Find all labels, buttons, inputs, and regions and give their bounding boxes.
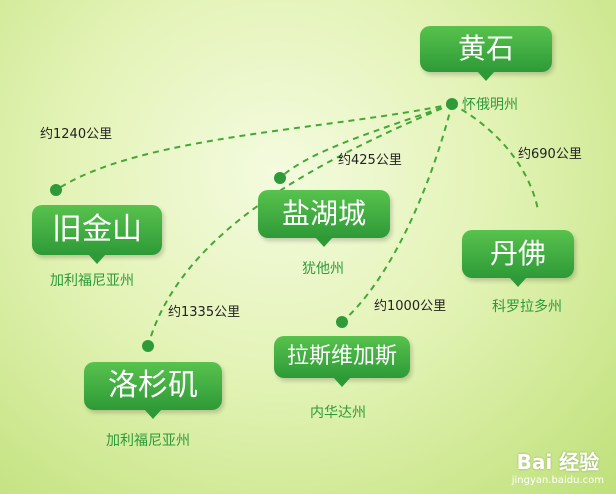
- city-bubble-luoshanji: 洛杉矶: [84, 362, 222, 419]
- distance-lasiweijiasi: 约1000公里: [374, 299, 446, 314]
- jiujinshan-dot: [50, 184, 62, 196]
- state-yanhucheng: 犹他州: [302, 261, 344, 277]
- city-bubble-huangshi: 黄石: [420, 26, 552, 81]
- city-bubble-jiujinshan: 旧金山: [32, 205, 162, 264]
- baidu-jingyan-watermark: Bai 经验 jingyan.baidu.com: [512, 446, 604, 486]
- route-to-danfo: [451, 103, 539, 211]
- distance-jiujinshan: 约1240公里: [40, 127, 112, 142]
- city-bubble-lasiweijiasi: 拉斯维加斯: [274, 336, 410, 387]
- city-name-huangshi: 黄石: [457, 32, 514, 65]
- city-name-yanhucheng: 盐湖城: [281, 197, 366, 230]
- route-to-yanhucheng: [279, 103, 453, 179]
- state-danfo: 科罗拉多州: [492, 299, 562, 315]
- city-name-lasiweijiasi: 拉斯维加斯: [286, 344, 397, 369]
- city-bubble-yanhucheng: 盐湖城: [258, 190, 390, 247]
- distance-danfo: 约690公里: [518, 147, 582, 162]
- city-name-danfo: 丹佛: [489, 237, 546, 270]
- watermark-url: jingyan.baidu.com: [511, 475, 604, 486]
- yanhucheng-dot: [274, 172, 286, 184]
- route-to-jiujinshan: [55, 103, 453, 191]
- state-jiujinshan: 加利福尼亚州: [50, 273, 134, 289]
- huangshi-dot: [446, 98, 458, 110]
- state-huangshi: 怀俄明州: [462, 97, 518, 113]
- route-to-lasiweijiasi: [341, 103, 453, 323]
- city-name-jiujinshan: 旧金山: [52, 212, 142, 247]
- state-lasiweijiasi: 内华达州: [310, 405, 366, 421]
- state-luoshanji: 加利福尼亚州: [106, 433, 190, 449]
- distance-luoshanji: 约1335公里: [168, 305, 240, 320]
- luoshanji-dot: [142, 340, 154, 352]
- lasiweijiasi-dot: [336, 316, 348, 328]
- watermark-logo-text: Bai 经验: [516, 450, 600, 474]
- city-name-luoshanji: 洛杉矶: [108, 368, 198, 403]
- city-bubble-danfo: 丹佛: [462, 230, 574, 287]
- distance-yanhucheng: 约425公里: [338, 153, 402, 168]
